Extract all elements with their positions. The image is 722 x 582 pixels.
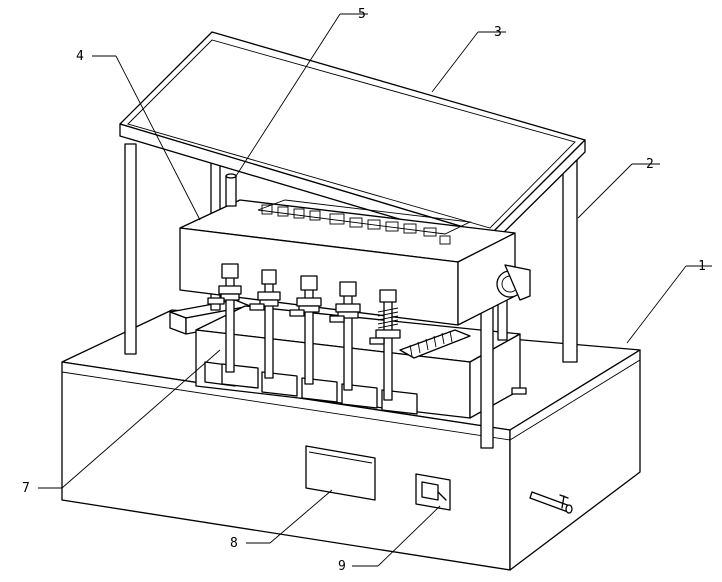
label-4: 4: [76, 49, 84, 64]
label-1: 1: [698, 259, 706, 274]
punch-rods: [207, 263, 401, 401]
label-7: 7: [22, 481, 30, 496]
side-pin: [529, 491, 573, 514]
label-5: 5: [358, 7, 366, 22]
label-8: 8: [230, 536, 238, 551]
label-9: 9: [338, 559, 346, 574]
label-3: 3: [494, 25, 502, 40]
top-plate: [119, 31, 586, 247]
label-2: 2: [646, 157, 654, 172]
display-panel: [305, 445, 376, 501]
leader-lines: [38, 13, 712, 567]
power-switch: [415, 473, 451, 511]
